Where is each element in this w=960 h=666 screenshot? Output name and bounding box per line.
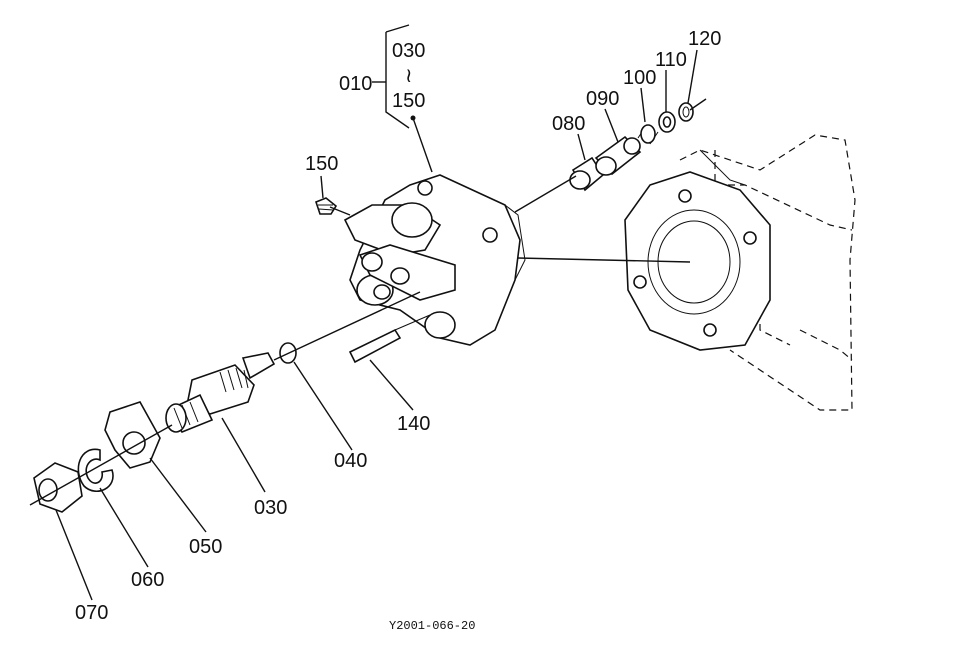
washer-110 bbox=[658, 111, 676, 133]
nut-070 bbox=[33, 462, 83, 513]
label-110: 110 bbox=[655, 49, 687, 71]
plug-150 bbox=[315, 197, 338, 215]
part-labels: 010 030 ≀ 150 150 080 090 100 110 120 14… bbox=[75, 28, 721, 633]
label-090: 090 bbox=[586, 88, 619, 110]
label-100: 100 bbox=[623, 67, 656, 89]
label-010: 010 bbox=[339, 73, 372, 95]
label-range-sep: ≀ bbox=[405, 65, 413, 87]
label-070: 070 bbox=[75, 602, 108, 624]
assembly-lines bbox=[29, 98, 707, 506]
pump-body bbox=[343, 174, 526, 346]
label-030-top: 030 bbox=[392, 40, 425, 62]
label-140: 140 bbox=[397, 413, 430, 435]
label-040: 040 bbox=[334, 450, 367, 472]
figure-id: Y2001-066-20 bbox=[389, 619, 475, 633]
plunger-090 bbox=[594, 135, 642, 176]
washer-060 bbox=[77, 448, 114, 492]
spring-100 bbox=[637, 124, 659, 145]
label-030: 030 bbox=[254, 497, 287, 519]
leader-lines bbox=[55, 24, 698, 601]
pin-140 bbox=[348, 314, 431, 364]
fitting-030 bbox=[165, 352, 276, 433]
snap-ring-120 bbox=[678, 102, 694, 122]
label-060: 060 bbox=[131, 569, 164, 591]
engine-housing bbox=[679, 134, 856, 411]
engine-mounting-flange bbox=[624, 171, 771, 351]
label-150: 150 bbox=[305, 153, 338, 175]
label-080: 080 bbox=[552, 113, 585, 135]
label-120: 120 bbox=[688, 28, 721, 50]
label-150-top: 150 bbox=[392, 90, 425, 112]
lock-plate-050 bbox=[104, 401, 161, 469]
label-050: 050 bbox=[189, 536, 222, 558]
